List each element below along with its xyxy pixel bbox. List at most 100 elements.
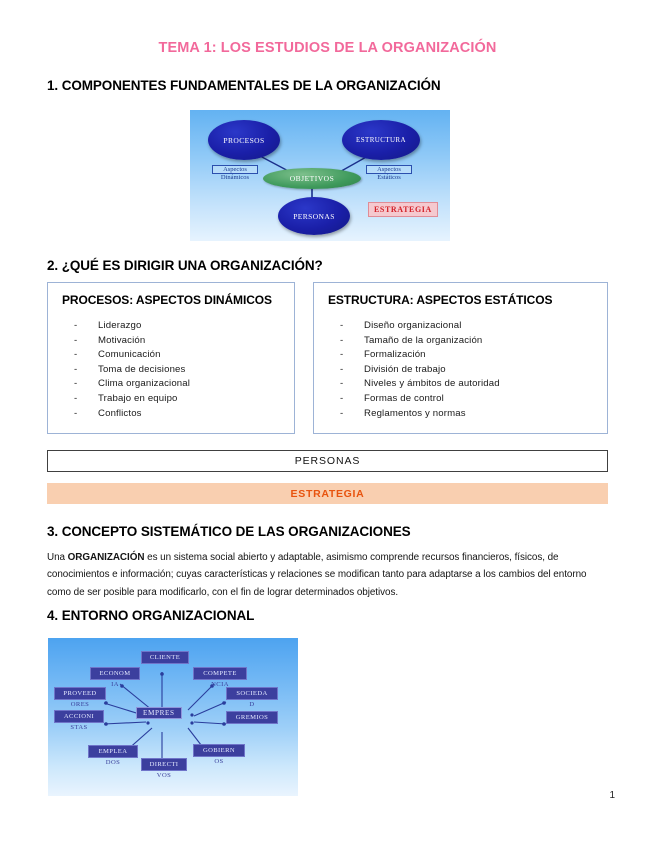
bullet-dash: - — [74, 407, 78, 419]
chip-label: EMPLEA — [88, 745, 138, 758]
aspect-left-line1: Aspectos — [212, 165, 258, 175]
chip-label: PROVEED — [54, 687, 106, 700]
list-item-label: Trabajo en equipo — [98, 392, 178, 404]
list-item-label: Tamaño de la organización — [364, 334, 483, 346]
diagram2-label-accionistas: ACCIONI STAS — [54, 710, 104, 732]
list-item-label: Motivación — [98, 334, 146, 346]
estructura-list: - Diseño organizacional - Tamaño de la org… — [340, 319, 500, 421]
estructura-box: ESTRUCTURA: ASPECTOS ESTÁTICOS - Diseño o… — [313, 282, 608, 434]
aspect-right-line1: Aspectos — [366, 165, 412, 175]
chip-label: COMPETE — [193, 667, 247, 680]
chip-tail: NCIA — [211, 680, 229, 688]
list-item: - Motivación — [74, 334, 190, 349]
section-heading-1: 1. COMPONENTES FUNDAMENTALES DE LA ORGAN… — [47, 78, 441, 93]
diagram2-label-economia: ECONOM IA — [90, 667, 140, 689]
diagram2-label-gobiernos: GOBIERN OS — [193, 744, 245, 766]
bullet-dash: - — [74, 349, 78, 361]
aspect-left-line2: Dinámicos — [220, 174, 250, 182]
bullet-dash: - — [74, 392, 78, 404]
diagram2-label-sociedad: SOCIEDA D — [226, 687, 278, 709]
chip-tail: IA — [111, 680, 119, 688]
chip-tail: OS — [214, 757, 224, 765]
list-item: - Tamaño de la organización — [340, 334, 500, 349]
bullet-dash: - — [340, 378, 344, 390]
bullet-dash: - — [74, 334, 78, 346]
list-item-label: Formalización — [364, 349, 426, 361]
procesos-list: - Liderazgo - Motivación - Comunicación - To… — [74, 319, 190, 421]
list-item: - Diseño organizacional — [340, 319, 500, 334]
list-item-label: Liderazgo — [98, 320, 142, 331]
chip-label: DIRECTI — [141, 758, 187, 771]
organization-components-diagram: PROCESOS ESTRUCTURA PERSONAS OBJETIVOS A… — [190, 110, 450, 241]
list-item-label: Formas de control — [364, 392, 444, 404]
chip-tail: ORES — [70, 700, 90, 708]
diagram2-label-directivos: DIRECTI VOS — [141, 758, 187, 780]
list-item: - Conflictos — [74, 407, 190, 422]
list-item: - Trabajo en equipo — [74, 392, 190, 407]
diagram2-center-empresa: EMPRES — [136, 707, 182, 719]
page-number: 1 — [609, 790, 615, 801]
bullet-dash: - — [340, 407, 344, 419]
document-title: TEMA 1: LOS ESTUDIOS DE LA ORGANIZACIÓN — [158, 40, 497, 56]
procesos-box-title: PROCESOS: ASPECTOS DINÁMICOS — [62, 293, 272, 307]
list-item: - Niveles y ámbitos de autoridad — [340, 377, 500, 392]
list-item: - Comunicación — [74, 348, 190, 363]
list-item: - División de trabajo — [340, 363, 500, 378]
chip-tail: VOS — [156, 771, 172, 779]
bullet-dash: - — [74, 320, 78, 331]
paragraph-post: es un sistema social abierto y adaptable… — [47, 552, 587, 598]
diagram1-aspect-estaticos: Aspectos Estáticos — [366, 165, 412, 182]
diagram1-node-personas: PERSONAS — [278, 197, 350, 235]
chip-label: GOBIERN — [193, 744, 245, 757]
estrategia-bar: ESTRATEGIA — [47, 483, 608, 504]
estructura-box-title: ESTRUCTURA: ASPECTOS ESTÁTICOS — [328, 293, 553, 307]
list-item: - Toma de decisiones — [74, 363, 190, 378]
chip-label: GREMIOS — [226, 711, 278, 724]
list-item: -Clima organizacional — [74, 377, 190, 392]
list-item-label: Niveles y ámbitos de autoridad — [364, 378, 500, 390]
diagram1-node-estructura: ESTRUCTURA — [342, 120, 420, 160]
list-item: - Formalización — [340, 348, 500, 363]
diagram1-estrategia-label: ESTRATEGIA — [368, 202, 438, 217]
list-item: - Liderazgo — [74, 319, 190, 334]
bullet-dash: - — [340, 334, 344, 346]
bullet-dash: - — [340, 363, 344, 375]
list-item-label: División de trabajo — [364, 363, 446, 375]
list-item: - Reglamentos y normas — [340, 407, 500, 422]
chip-label: ECONOM — [90, 667, 140, 680]
diagram1-aspect-dinamicos: Aspectos Dinámicos — [212, 165, 258, 182]
chip-tail: DOS — [105, 758, 121, 766]
chip-label: ACCIONI — [54, 710, 104, 723]
personas-bar: PERSONAS — [47, 450, 608, 472]
organizational-environment-diagram: CLIENTE ECONOM IA COMPETE NCIA PROVEED O… — [48, 638, 298, 796]
bullet-dash: - — [340, 349, 344, 361]
list-item-label: Conflictos — [98, 407, 142, 419]
diagram2-label-cliente: CLIENTE — [141, 651, 189, 664]
chip-tail: STAS — [70, 723, 88, 731]
list-item-label: Toma de decisiones — [98, 363, 186, 375]
section-heading-4: 4. ENTORNO ORGANIZACIONAL — [47, 608, 255, 623]
paragraph-pre: Una — [47, 552, 68, 563]
chip-tail: D — [249, 700, 255, 708]
diagram2-label-competencia: COMPETE NCIA — [193, 667, 247, 689]
bullet-dash: - — [340, 320, 344, 331]
chip-label: SOCIEDA — [226, 687, 278, 700]
list-item-label: Clima organizacional — [98, 378, 191, 390]
chip-label: CLIENTE — [141, 651, 189, 664]
aspect-right-line2: Estáticos — [377, 174, 401, 182]
list-item: -Formas de control — [340, 392, 500, 407]
bullet-dash: - — [74, 363, 78, 375]
concept-paragraph: Una ORGANIZACIÓN es un sistema social ab… — [47, 549, 598, 601]
diagram1-node-procesos: PROCESOS — [208, 120, 280, 160]
diagram2-label-gremios: GREMIOS — [226, 711, 278, 724]
section-heading-2: 2. ¿QUÉ ES DIRIGIR UNA ORGANIZACIÓN? — [47, 258, 323, 273]
list-item-label: Comunicación — [98, 349, 161, 361]
list-item-label: Reglamentos y normas — [364, 407, 466, 419]
list-item-label: Diseño organizacional — [364, 320, 462, 331]
diagram2-label-proveedores: PROVEED ORES — [54, 687, 106, 709]
paragraph-bold-term: ORGANIZACIÓN — [67, 552, 145, 563]
diagram2-label-empleados: EMPLEA DOS — [88, 745, 138, 767]
section-heading-3: 3. CONCEPTO SISTEMÁTICO DE LAS ORGANIZAC… — [47, 524, 411, 539]
procesos-box: PROCESOS: ASPECTOS DINÁMICOS - Liderazgo … — [47, 282, 295, 434]
